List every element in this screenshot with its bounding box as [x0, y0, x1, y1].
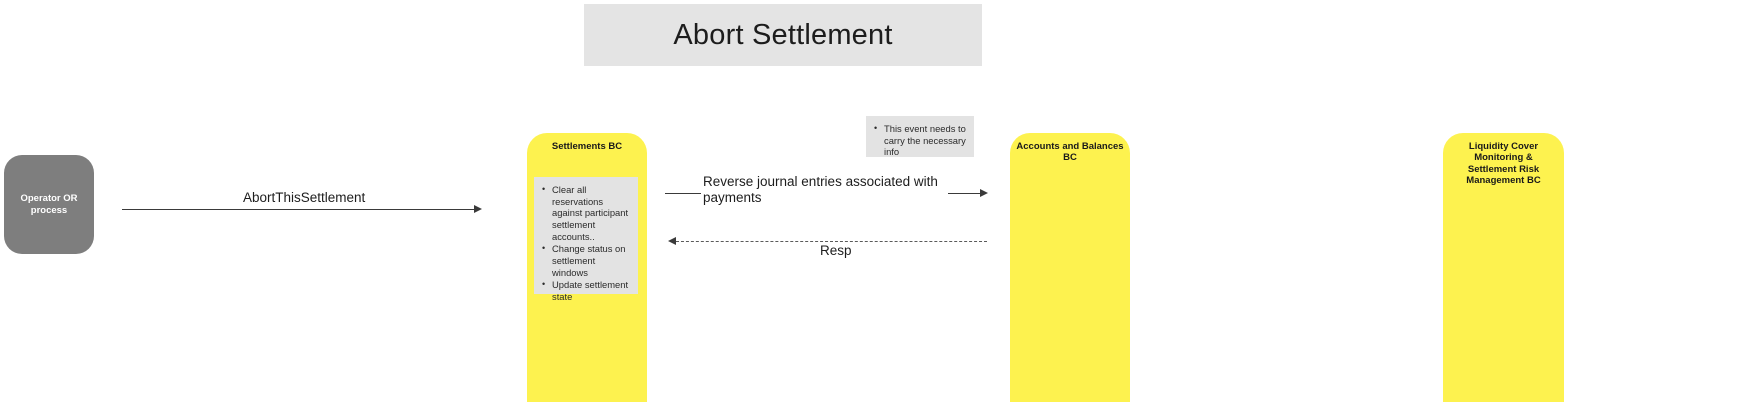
lane-title-settlements: Settlements BC	[551, 141, 623, 152]
arrow-head-right-icon	[474, 205, 482, 213]
arrow-head-left-icon	[668, 237, 676, 245]
note-event-carry-info: This event needs to carry the necessary …	[866, 116, 974, 157]
diagram-title-banner: Abort Settlement	[584, 4, 982, 66]
activity-box-settlements-steps: Clear all reservations against participa…	[534, 177, 638, 302]
lifeline-accounts-and-balances-bc[interactable]: Accounts and Balances BC	[1010, 133, 1130, 402]
actor-label: Operator OR process	[20, 192, 78, 216]
message-label-resp: Resp	[820, 243, 852, 258]
list-item: Update settlement state	[542, 279, 632, 302]
arrow-head-right-icon	[980, 189, 988, 197]
message-arrow-reverse-journal-entries-left-segment	[665, 193, 701, 194]
actor-operator-or-process[interactable]: Operator OR process	[4, 155, 94, 254]
message-arrow-abort-this-settlement	[122, 209, 475, 210]
note-list: This event needs to carry the necessary …	[870, 123, 968, 158]
page-title: Abort Settlement	[673, 18, 893, 51]
message-arrow-resp	[676, 241, 987, 242]
list-item: Change status on settlement windows	[542, 243, 632, 278]
lane-title-accounts: Accounts and Balances BC	[1016, 141, 1124, 164]
list-item: This event needs to carry the necessary …	[874, 123, 968, 158]
lane-title-liquidity: Liquidity Cover Monitoring & Settlement …	[1466, 141, 1541, 187]
message-label-reverse-journal-entries: Reverse journal entries associated with …	[703, 174, 938, 205]
settlement-steps-list: Clear all reservations against participa…	[538, 183, 632, 303]
message-label-abort-this-settlement: AbortThisSettlement	[243, 190, 366, 205]
message-arrow-reverse-journal-entries-right-segment	[948, 193, 981, 194]
list-item: Clear all reservations against participa…	[542, 183, 632, 242]
lifeline-liquidity-cover-monitoring-bc[interactable]: Liquidity Cover Monitoring & Settlement …	[1443, 133, 1564, 402]
